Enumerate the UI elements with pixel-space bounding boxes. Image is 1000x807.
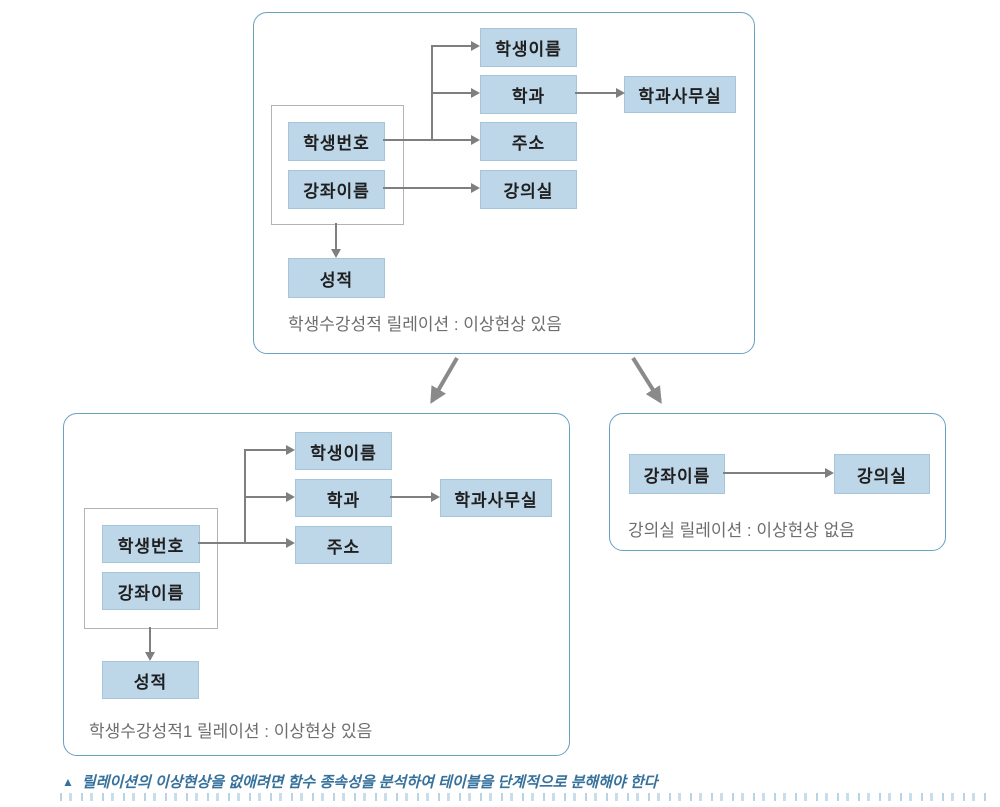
node-course-name: 강좌이름 <box>102 572 200 610</box>
fd-line <box>383 187 471 189</box>
decompose-split-arrows <box>430 356 662 404</box>
panel-caption: 학생수강성적 릴레이션 : 이상현상 있음 <box>288 315 562 334</box>
node-dept-office: 학과사무실 <box>440 479 552 517</box>
node-department: 학과 <box>480 75 577 114</box>
node-course-name: 강좌이름 <box>288 170 385 209</box>
fd-line <box>245 449 286 451</box>
panel-student-course-grade: 학생번호 강좌이름 학생이름 학과 학과사무실 주소 강의실 성적 학생수강성적… <box>253 12 755 354</box>
fd-arrowhead <box>431 492 440 502</box>
fd-line <box>390 496 431 498</box>
split-arrow-right <box>631 356 662 404</box>
fd-arrowhead <box>471 88 480 98</box>
fd-arrowhead <box>471 183 480 193</box>
node-student-name: 학생이름 <box>480 28 577 67</box>
fd-line <box>335 223 337 250</box>
node-lecture-room: 강의실 <box>480 170 577 209</box>
fd-arrowhead <box>286 445 295 455</box>
fd-line <box>149 627 151 653</box>
panel-caption: 학생수강성적1 릴레이션 : 이상현상 있음 <box>89 722 373 741</box>
footnote-text: 릴레이션의 이상현상을 없애려면 함수 종속성을 분석하여 테이블을 단계적으로… <box>81 774 658 791</box>
node-dept-office: 학과사무실 <box>624 76 736 113</box>
fd-arrowhead <box>616 88 625 98</box>
fd-arrowhead <box>331 249 341 258</box>
node-student-number: 학생번호 <box>288 122 385 161</box>
fd-line <box>432 92 471 94</box>
panel-caption: 강의실 릴레이션 : 이상현상 없음 <box>628 521 855 540</box>
fd-line <box>432 45 471 47</box>
fd-line <box>245 496 286 498</box>
node-address: 주소 <box>480 122 577 161</box>
split-arrow-left <box>430 356 459 404</box>
fd-arrowhead <box>471 135 480 145</box>
fd-arrowhead <box>145 652 155 661</box>
fd-arrowhead <box>286 538 295 548</box>
panel-student-course-grade-1: 학생번호 강좌이름 학생이름 학과 학과사무실 주소 성적 학생수강성적1 릴레… <box>63 413 570 756</box>
node-address: 주소 <box>295 526 392 564</box>
node-grade: 성적 <box>288 258 385 298</box>
node-department: 학과 <box>295 479 392 517</box>
node-grade: 성적 <box>102 661 199 699</box>
fd-arrowhead <box>286 492 295 502</box>
node-lecture-room: 강의실 <box>834 454 930 494</box>
fd-arrowhead <box>825 468 834 478</box>
fd-line <box>198 542 286 544</box>
fd-line <box>575 92 616 94</box>
node-student-name: 학생이름 <box>295 432 392 470</box>
node-course-name: 강좌이름 <box>629 454 725 494</box>
fd-line <box>383 139 471 141</box>
node-student-number: 학생번호 <box>102 525 200 563</box>
panel-lecture-room: 강좌이름 강의실 강의실 릴레이션 : 이상현상 없음 <box>609 413 946 551</box>
triangle-marker-icon: ▲ <box>62 774 74 789</box>
fd-line <box>723 472 825 474</box>
figure-footnote: ▲ 릴레이션의 이상현상을 없애려면 함수 종속성을 분석하여 테이블을 단계적… <box>62 771 658 792</box>
fd-arrowhead <box>471 41 480 51</box>
clipped-text-edge <box>60 793 990 801</box>
